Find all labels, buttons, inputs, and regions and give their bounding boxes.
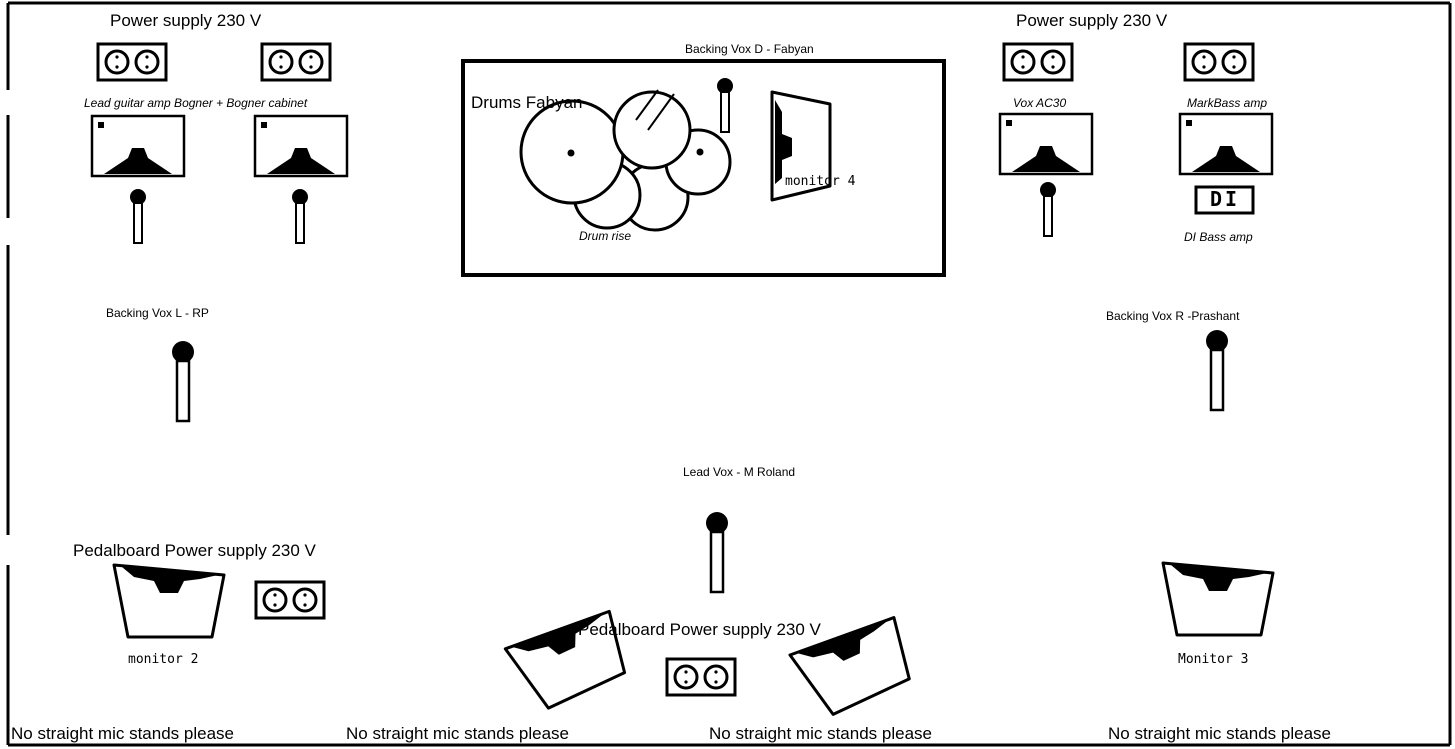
lead-guitar-amp-label: Lead guitar amp Bogner + Bogner cabinet <box>84 96 308 110</box>
backing-vox-l-label: Backing Vox L - RP <box>106 306 209 320</box>
monitor-3-wedge-icon <box>1161 561 1275 637</box>
backing-vox-r-mic-icon <box>1204 328 1230 412</box>
no-straight-stands-note-3: No straight mic stands please <box>709 724 932 743</box>
vox-ac30-label: Vox AC30 <box>1013 96 1067 110</box>
power-outlet-icon <box>260 42 332 82</box>
no-straight-stands-note-1: No straight mic stands please <box>11 724 234 743</box>
power-supply-left-label: Power supply 230 V <box>110 11 262 30</box>
monitor-4-label: monitor 4 <box>785 174 856 189</box>
pedalboard-center-label: Pedalboard Power supply 230 V <box>578 620 821 639</box>
power-supply-right-label: Power supply 230 V <box>1016 11 1168 30</box>
monitor-2-label: monitor 2 <box>128 652 199 667</box>
monitor-2-wedge-icon <box>112 563 226 639</box>
lead-vox-mic-icon <box>704 510 730 594</box>
backing-vox-d-label: Backing Vox D - Fabyan <box>685 42 814 56</box>
lead-vox-label: Lead Vox - M Roland <box>683 465 796 479</box>
amp-mic-icon <box>129 188 147 244</box>
pedalboard-left-label: Pedalboard Power supply 230 V <box>73 541 316 560</box>
backing-vox-r-label: Backing Vox R -Prashant <box>1106 309 1240 323</box>
monitor-4-wedge-icon <box>770 90 832 202</box>
markbass-amp-label: MarkBass amp <box>1187 96 1268 110</box>
drum-rise-label: Drum rise <box>579 229 632 243</box>
power-outlet-icon <box>1002 42 1074 82</box>
pedalboard-power-outlet-icon <box>254 580 326 620</box>
pedalboard-power-outlet-icon <box>665 657 737 697</box>
power-outlet-icon <box>1183 42 1255 82</box>
power-outlet-icon <box>96 42 168 82</box>
drums-label: Drums Fabyan <box>471 93 583 112</box>
monitor-3-label: Monitor 3 <box>1178 652 1249 667</box>
no-straight-stands-note-4: No straight mic stands please <box>1108 724 1331 743</box>
di-box-frame <box>1194 185 1255 215</box>
amp-mic-icon <box>291 188 309 244</box>
amp-mic-icon <box>1039 181 1057 237</box>
vox-ac30-amp-icon <box>998 112 1094 176</box>
markbass-amp-icon <box>1178 112 1274 176</box>
no-straight-stands-note-2: No straight mic stands please <box>346 724 569 743</box>
drum-kit-icon <box>519 90 732 232</box>
guitar-amp-icon <box>253 114 349 178</box>
backing-vox-l-mic-icon <box>170 339 196 423</box>
di-box-label: DI <box>1209 187 1241 211</box>
guitar-amp-icon <box>90 114 186 178</box>
di-bass-amp-label: DI Bass amp <box>1184 230 1253 244</box>
